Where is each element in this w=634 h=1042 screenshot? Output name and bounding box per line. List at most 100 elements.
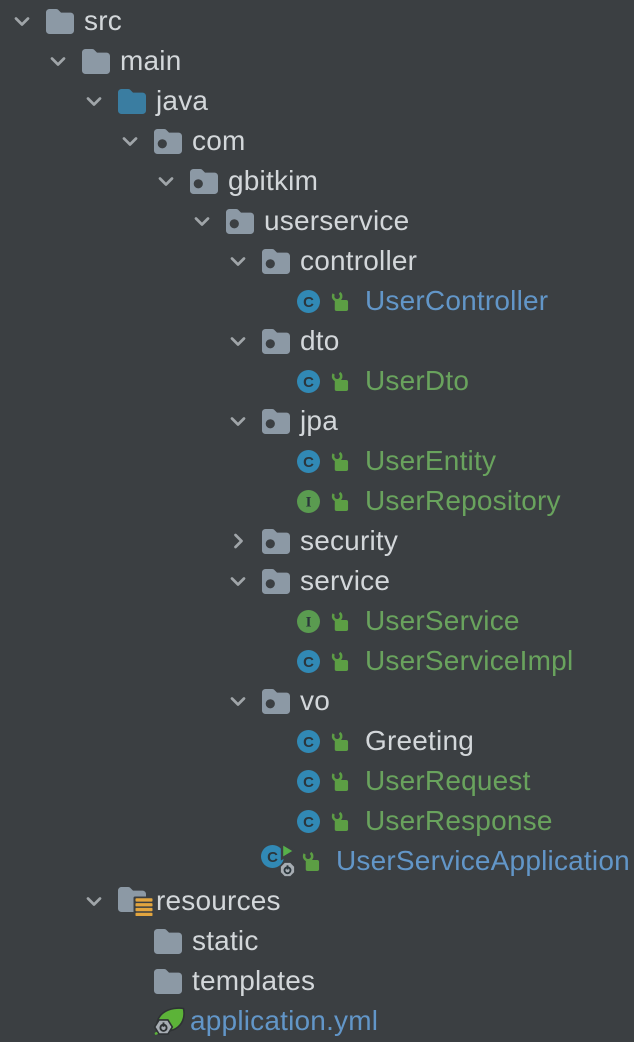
svg-text:C: C	[303, 653, 314, 670]
chevron-down-icon[interactable]	[228, 251, 248, 271]
chevron-down-icon[interactable]	[228, 571, 248, 591]
chevron-down-icon[interactable]	[48, 51, 68, 71]
tree-row-src[interactable]: src	[0, 1, 634, 41]
chevron-down-icon[interactable]	[192, 211, 212, 231]
tree-item-label: java	[156, 85, 209, 116]
chevron-down-icon[interactable]	[120, 131, 140, 151]
tree-item-label: com	[192, 125, 246, 156]
tree-item-label: templates	[192, 965, 316, 996]
tree-item-label: dto	[300, 325, 340, 356]
source-folder-icon	[117, 88, 147, 115]
svg-text:C: C	[303, 733, 314, 750]
chevron-down-icon[interactable]	[228, 411, 248, 431]
tree-row-com[interactable]: com	[0, 121, 634, 161]
class-icon: C	[297, 649, 320, 673]
tree-item-label: userservice	[264, 205, 410, 236]
tree-item-label: src	[84, 5, 122, 36]
chevron-down-icon[interactable]	[228, 331, 248, 351]
tree-row-vo[interactable]: vo	[0, 681, 634, 721]
folder-icon	[153, 928, 183, 955]
chevron-down-icon[interactable]	[12, 11, 32, 31]
tree-item-label: UserServiceImpl	[365, 645, 574, 676]
resources-folder-icon	[117, 886, 155, 917]
tree-row-main[interactable]: main	[0, 41, 634, 81]
spring-config-icon	[153, 1006, 186, 1036]
tree-item-label: UserResponse	[365, 805, 553, 836]
svg-text:C: C	[303, 373, 314, 390]
tree-row-userdto[interactable]: C UserDto	[0, 361, 634, 401]
tree-item-label: resources	[156, 885, 281, 916]
open-lock-icon	[330, 770, 349, 792]
folder-icon	[81, 48, 111, 75]
tree-row-userservice[interactable]: I UserService	[0, 601, 634, 641]
chevron-down-icon[interactable]	[156, 171, 176, 191]
class-icon: C	[297, 769, 320, 793]
tree-row-jpa[interactable]: jpa	[0, 401, 634, 441]
tree-row-dto[interactable]: dto	[0, 321, 634, 361]
svg-text:C: C	[303, 453, 314, 470]
tree-item-label: main	[120, 45, 182, 76]
interface-icon: I	[297, 489, 320, 513]
class-icon: C	[297, 369, 320, 393]
open-lock-icon	[330, 610, 349, 632]
open-lock-icon	[330, 650, 349, 672]
package-folder-icon	[261, 568, 291, 595]
folder-icon	[45, 8, 75, 35]
open-lock-icon	[301, 850, 320, 872]
tree-row-userresponse[interactable]: C UserResponse	[0, 801, 634, 841]
tree-row-resources[interactable]: resources	[0, 881, 634, 921]
chevron-down-icon[interactable]	[84, 891, 104, 911]
tree-item-label: UserDto	[365, 365, 470, 396]
package-folder-icon	[261, 528, 291, 555]
tree-item-label: vo	[300, 685, 330, 716]
package-folder-icon	[261, 328, 291, 355]
tree-row-static[interactable]: static	[0, 921, 634, 961]
tree-row-gbitkim[interactable]: gbitkim	[0, 161, 634, 201]
svg-text:C: C	[267, 849, 278, 866]
chevron-down-icon[interactable]	[228, 691, 248, 711]
tree-item-label: controller	[300, 245, 418, 276]
tree-row-userrequest[interactable]: C UserRequest	[0, 761, 634, 801]
package-folder-icon	[261, 688, 291, 715]
tree-item-label: Greeting	[365, 725, 474, 756]
tree-row-userservice[interactable]: userservice	[0, 201, 634, 241]
folder-icon	[153, 968, 183, 995]
class-icon: C	[297, 449, 320, 473]
tree-row-java[interactable]: java	[0, 81, 634, 121]
tree-item-label: UserEntity	[365, 445, 497, 476]
class-icon: C	[297, 809, 320, 833]
tree-row-userrepository[interactable]: I UserRepository	[0, 481, 634, 521]
tree-row-usercontroller[interactable]: C UserController	[0, 281, 634, 321]
tree-row-userserviceimpl[interactable]: C UserServiceImpl	[0, 641, 634, 681]
tree-item-label: security	[300, 525, 399, 556]
svg-text:I: I	[306, 614, 312, 630]
package-folder-icon	[225, 208, 255, 235]
chevron-down-icon[interactable]	[84, 91, 104, 111]
interface-icon: I	[297, 609, 320, 633]
open-lock-icon	[330, 810, 349, 832]
tree-row-service[interactable]: service	[0, 561, 634, 601]
package-folder-icon	[261, 248, 291, 275]
chevron-right-icon[interactable]	[228, 531, 248, 551]
tree-item-label: UserRequest	[365, 765, 531, 796]
svg-text:C: C	[303, 813, 314, 830]
tree-row-application-yml[interactable]: application.yml	[0, 1001, 634, 1041]
tree-row-greeting[interactable]: C Greeting	[0, 721, 634, 761]
tree-row-userentity[interactable]: C UserEntity	[0, 441, 634, 481]
tree-item-label: UserServiceApplication	[336, 845, 630, 876]
tree-row-security[interactable]: security	[0, 521, 634, 561]
tree-item-label: gbitkim	[228, 165, 319, 196]
tree-row-userserviceapplication[interactable]: C UserServiceApplication	[0, 841, 634, 881]
open-lock-icon	[330, 370, 349, 392]
svg-text:C: C	[303, 293, 314, 310]
open-lock-icon	[330, 450, 349, 472]
class-icon: C	[297, 729, 320, 753]
open-lock-icon	[330, 730, 349, 752]
tree-item-label: UserService	[365, 605, 520, 636]
tree-row-templates[interactable]: templates	[0, 961, 634, 1001]
tree-item-label: UserController	[365, 285, 549, 316]
tree-row-controller[interactable]: controller	[0, 241, 634, 281]
tree-item-label: jpa	[300, 405, 338, 436]
class-icon: C	[297, 289, 320, 313]
